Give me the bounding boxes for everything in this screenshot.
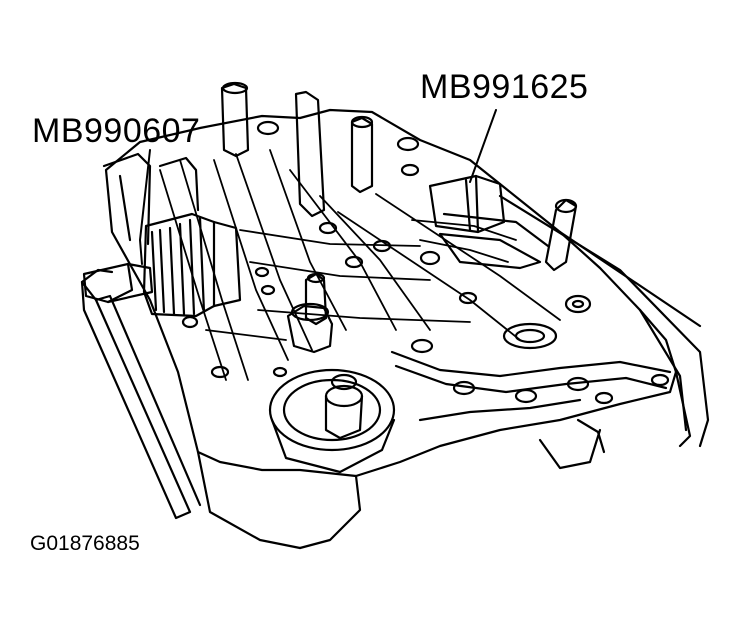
base-rail (80, 268, 202, 520)
leader-line-mb991625 (469, 109, 497, 183)
callout-mb991625: MB991625 (420, 68, 589, 106)
tool-mb991625-shape (428, 174, 550, 270)
leader-line-mb990607 (139, 149, 151, 265)
valve-pins (220, 81, 578, 354)
callout-mb990607: MB990607 (32, 112, 201, 150)
housing-ribs (159, 149, 561, 381)
housing-outline (104, 108, 710, 550)
tool-mb990607-shape (82, 152, 242, 318)
front-flange (390, 350, 672, 470)
leader-lines (139, 109, 497, 265)
figure-id-label: G01876885 (30, 532, 140, 555)
accumulator-boss (268, 368, 396, 474)
